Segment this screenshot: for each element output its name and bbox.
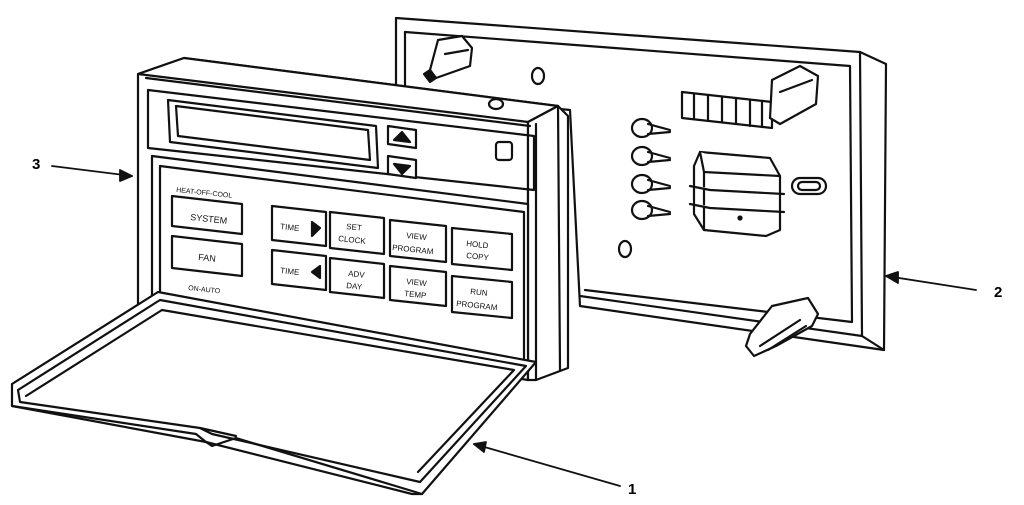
bottom-latch xyxy=(744,296,820,358)
key-time-forward-label: TIME xyxy=(280,222,300,233)
key-labels: HEAT-OFF-COOL ON-AUTO SYSTEM FAN TIME TI… xyxy=(176,187,498,312)
key-system[interactable] xyxy=(170,194,244,236)
key-fan[interactable] xyxy=(170,234,244,278)
mount-hole-top xyxy=(530,66,546,86)
display-bezel xyxy=(146,88,536,192)
key-view-program[interactable] xyxy=(388,218,448,264)
key-adv-day[interactable] xyxy=(328,256,386,300)
callout-2: 2 xyxy=(994,284,1003,301)
hinged-cover xyxy=(10,290,538,496)
key-run-program-label-2: PROGRAM xyxy=(456,299,498,312)
top-clip xyxy=(422,34,474,84)
key-view-program-label-2: PROGRAM xyxy=(392,243,434,256)
key-set-clock[interactable] xyxy=(328,210,386,256)
key-hold-copy-label-2: COPY xyxy=(466,251,490,262)
key-view-temp-label-2: TEMP xyxy=(404,289,427,300)
key-time-back[interactable] xyxy=(270,248,328,292)
callout-3: 3 xyxy=(32,156,41,173)
mount-hole-bottom xyxy=(617,239,633,259)
up-arrow-button[interactable] xyxy=(386,124,418,150)
key-run-program[interactable] xyxy=(450,274,514,320)
screw-terminals xyxy=(630,117,672,221)
key-run-program-label-1: RUN xyxy=(470,287,488,298)
leader-line-3 xyxy=(51,165,133,177)
key-set-clock-label-2: CLOCK xyxy=(338,234,367,246)
key-set-clock-label-1: SET xyxy=(346,222,363,233)
key-adv-day-label-2: DAY xyxy=(346,281,363,292)
terminal-block xyxy=(680,90,774,130)
key-fan-label: FAN xyxy=(198,252,216,264)
leader-lines xyxy=(51,165,977,487)
leader-line-1 xyxy=(473,443,621,487)
relay-block xyxy=(688,150,786,238)
reset-button[interactable] xyxy=(494,140,514,162)
key-view-temp-label-1: VIEW xyxy=(406,277,428,288)
key-time-back-label: TIME xyxy=(280,266,300,277)
leader-line-2 xyxy=(885,275,977,291)
key-hold-copy-label-1: HOLD xyxy=(466,239,489,250)
indicator-light xyxy=(487,97,505,111)
right-clip xyxy=(768,64,820,126)
label-fan-modes: ON-AUTO xyxy=(188,285,221,295)
down-arrow-button[interactable] xyxy=(386,154,418,180)
key-time-forward[interactable] xyxy=(270,204,328,248)
key-adv-day-label-1: ADV xyxy=(348,269,366,280)
key-system-label: SYSTEM xyxy=(190,212,228,226)
callout-1: 1 xyxy=(628,481,637,498)
key-hold-copy[interactable] xyxy=(450,226,514,272)
key-view-temp[interactable] xyxy=(388,264,448,308)
key-view-program-label-1: VIEW xyxy=(406,231,428,242)
